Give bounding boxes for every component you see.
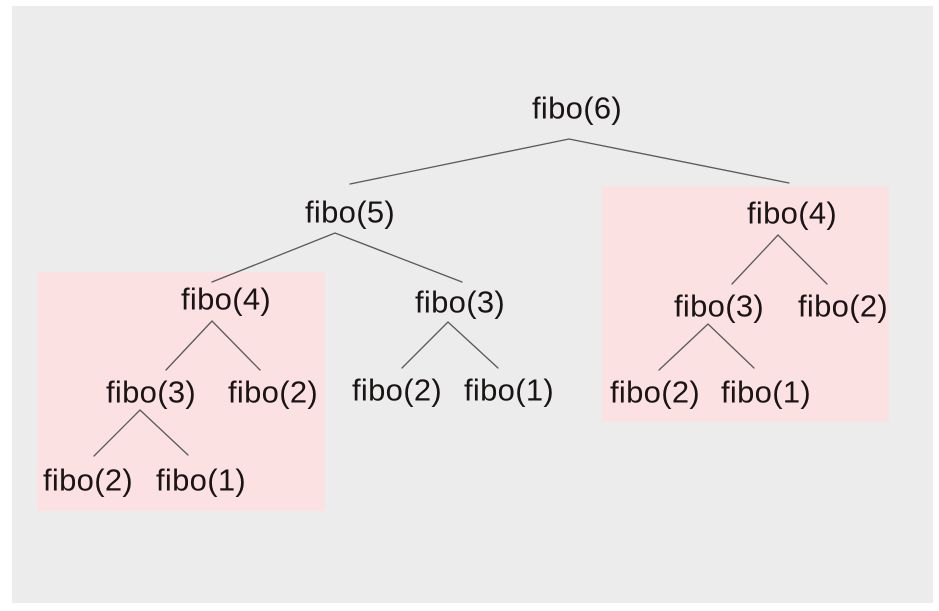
tree-node-fibo4-right: fibo(4) — [747, 195, 837, 231]
tree-node-fibo3-right: fibo(3) — [674, 288, 764, 324]
tree-node-fibo1-right: fibo(1) — [721, 374, 811, 410]
tree-node-fibo2-middle: fibo(2) — [352, 372, 442, 408]
tree-node-fibo2-right-bottom: fibo(2) — [610, 374, 700, 410]
tree-node-fibo2-left-bottom: fibo(2) — [43, 462, 133, 498]
edge-fibo6-to-children — [349, 138, 790, 185]
highlight-box-left-fibo4-subtree — [37, 272, 325, 511]
tree-node-fibo2-right-top: fibo(2) — [798, 288, 888, 324]
tree-node-fibo6-root: fibo(6) — [532, 90, 622, 126]
edge-right-fibo4-to-children — [731, 234, 828, 285]
edge-fibo5-to-children — [211, 232, 463, 283]
highlight-box-right-fibo4-subtree — [602, 186, 889, 422]
edge-left-fibo4-to-children — [165, 320, 261, 371]
edge-right-fibo3-to-children — [658, 323, 755, 371]
tree-node-fibo4-left: fibo(4) — [181, 281, 271, 317]
tree-node-fibo1-middle: fibo(1) — [464, 372, 554, 408]
tree-node-fibo3-left: fibo(3) — [106, 374, 196, 410]
tree-node-fibo1-left: fibo(1) — [156, 462, 246, 498]
tree-node-fibo5: fibo(5) — [305, 194, 395, 230]
tree-node-fibo3-middle: fibo(3) — [415, 284, 505, 320]
edge-left-fibo3-to-children — [93, 409, 189, 457]
tree-node-fibo2-left: fibo(2) — [228, 374, 318, 410]
edge-middle-fibo3-to-children — [401, 321, 499, 369]
